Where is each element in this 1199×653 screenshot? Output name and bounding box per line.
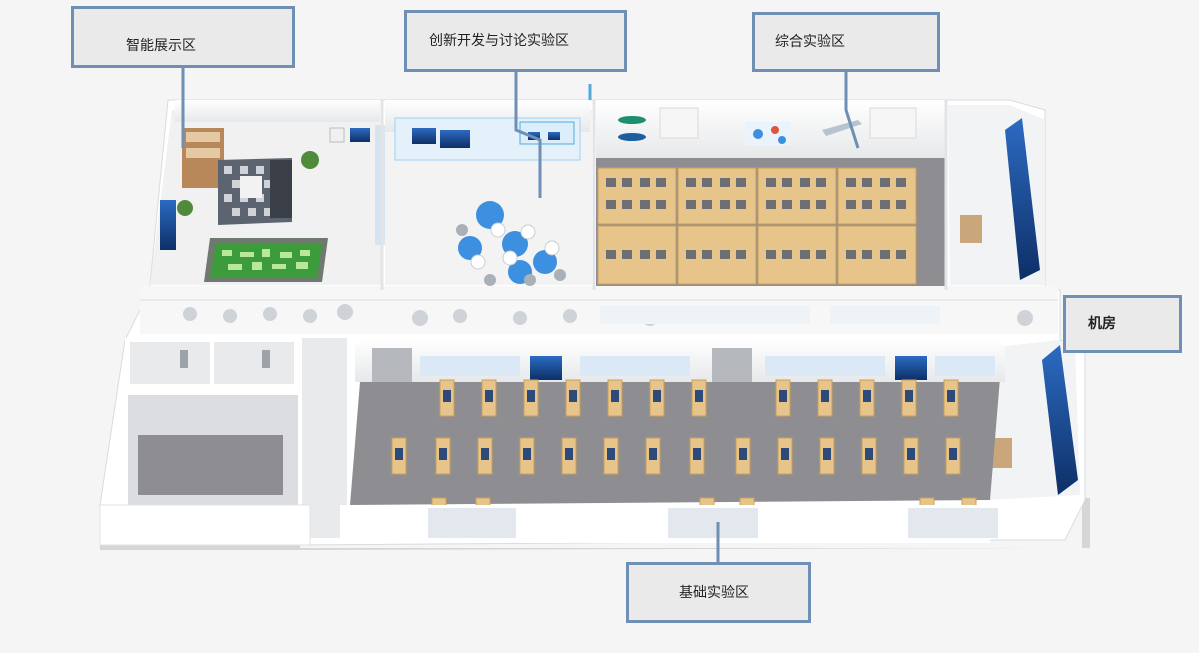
zone-label-text: 创新开发与讨论实验区 xyxy=(429,33,569,49)
general-desk-blocks xyxy=(597,167,917,285)
smart-display-back-wall xyxy=(175,100,380,122)
zone-label-innovation: 创新开发与讨论实验区 xyxy=(404,10,627,72)
plant-pot-1 xyxy=(301,151,319,169)
zone-label-text: 综合实验区 xyxy=(775,34,845,50)
callout-leader-lines xyxy=(181,68,860,562)
basic-lab-floor xyxy=(350,378,1000,505)
general-chairs xyxy=(606,178,906,259)
left-wall-screen xyxy=(160,200,176,250)
coffee-table xyxy=(240,176,262,198)
front-wall-left xyxy=(99,504,311,546)
zone-label-general: 综合实验区 xyxy=(752,12,940,72)
zone-label-text: 智能展示区 xyxy=(126,38,196,54)
zone-label-text: 机房 xyxy=(1088,316,1116,332)
discussion-tables xyxy=(458,201,557,284)
zone-label-basic: 基础实验区 xyxy=(626,562,811,623)
zone-label-text: 基础实验区 xyxy=(679,584,749,601)
sofa xyxy=(270,160,292,218)
zone-label-machine-room: 机房 xyxy=(1063,295,1182,353)
zone-label-smart-display: 智能展示区 xyxy=(71,6,295,68)
server-screen-bottom xyxy=(1042,345,1078,495)
server-screen-top xyxy=(1005,118,1040,280)
